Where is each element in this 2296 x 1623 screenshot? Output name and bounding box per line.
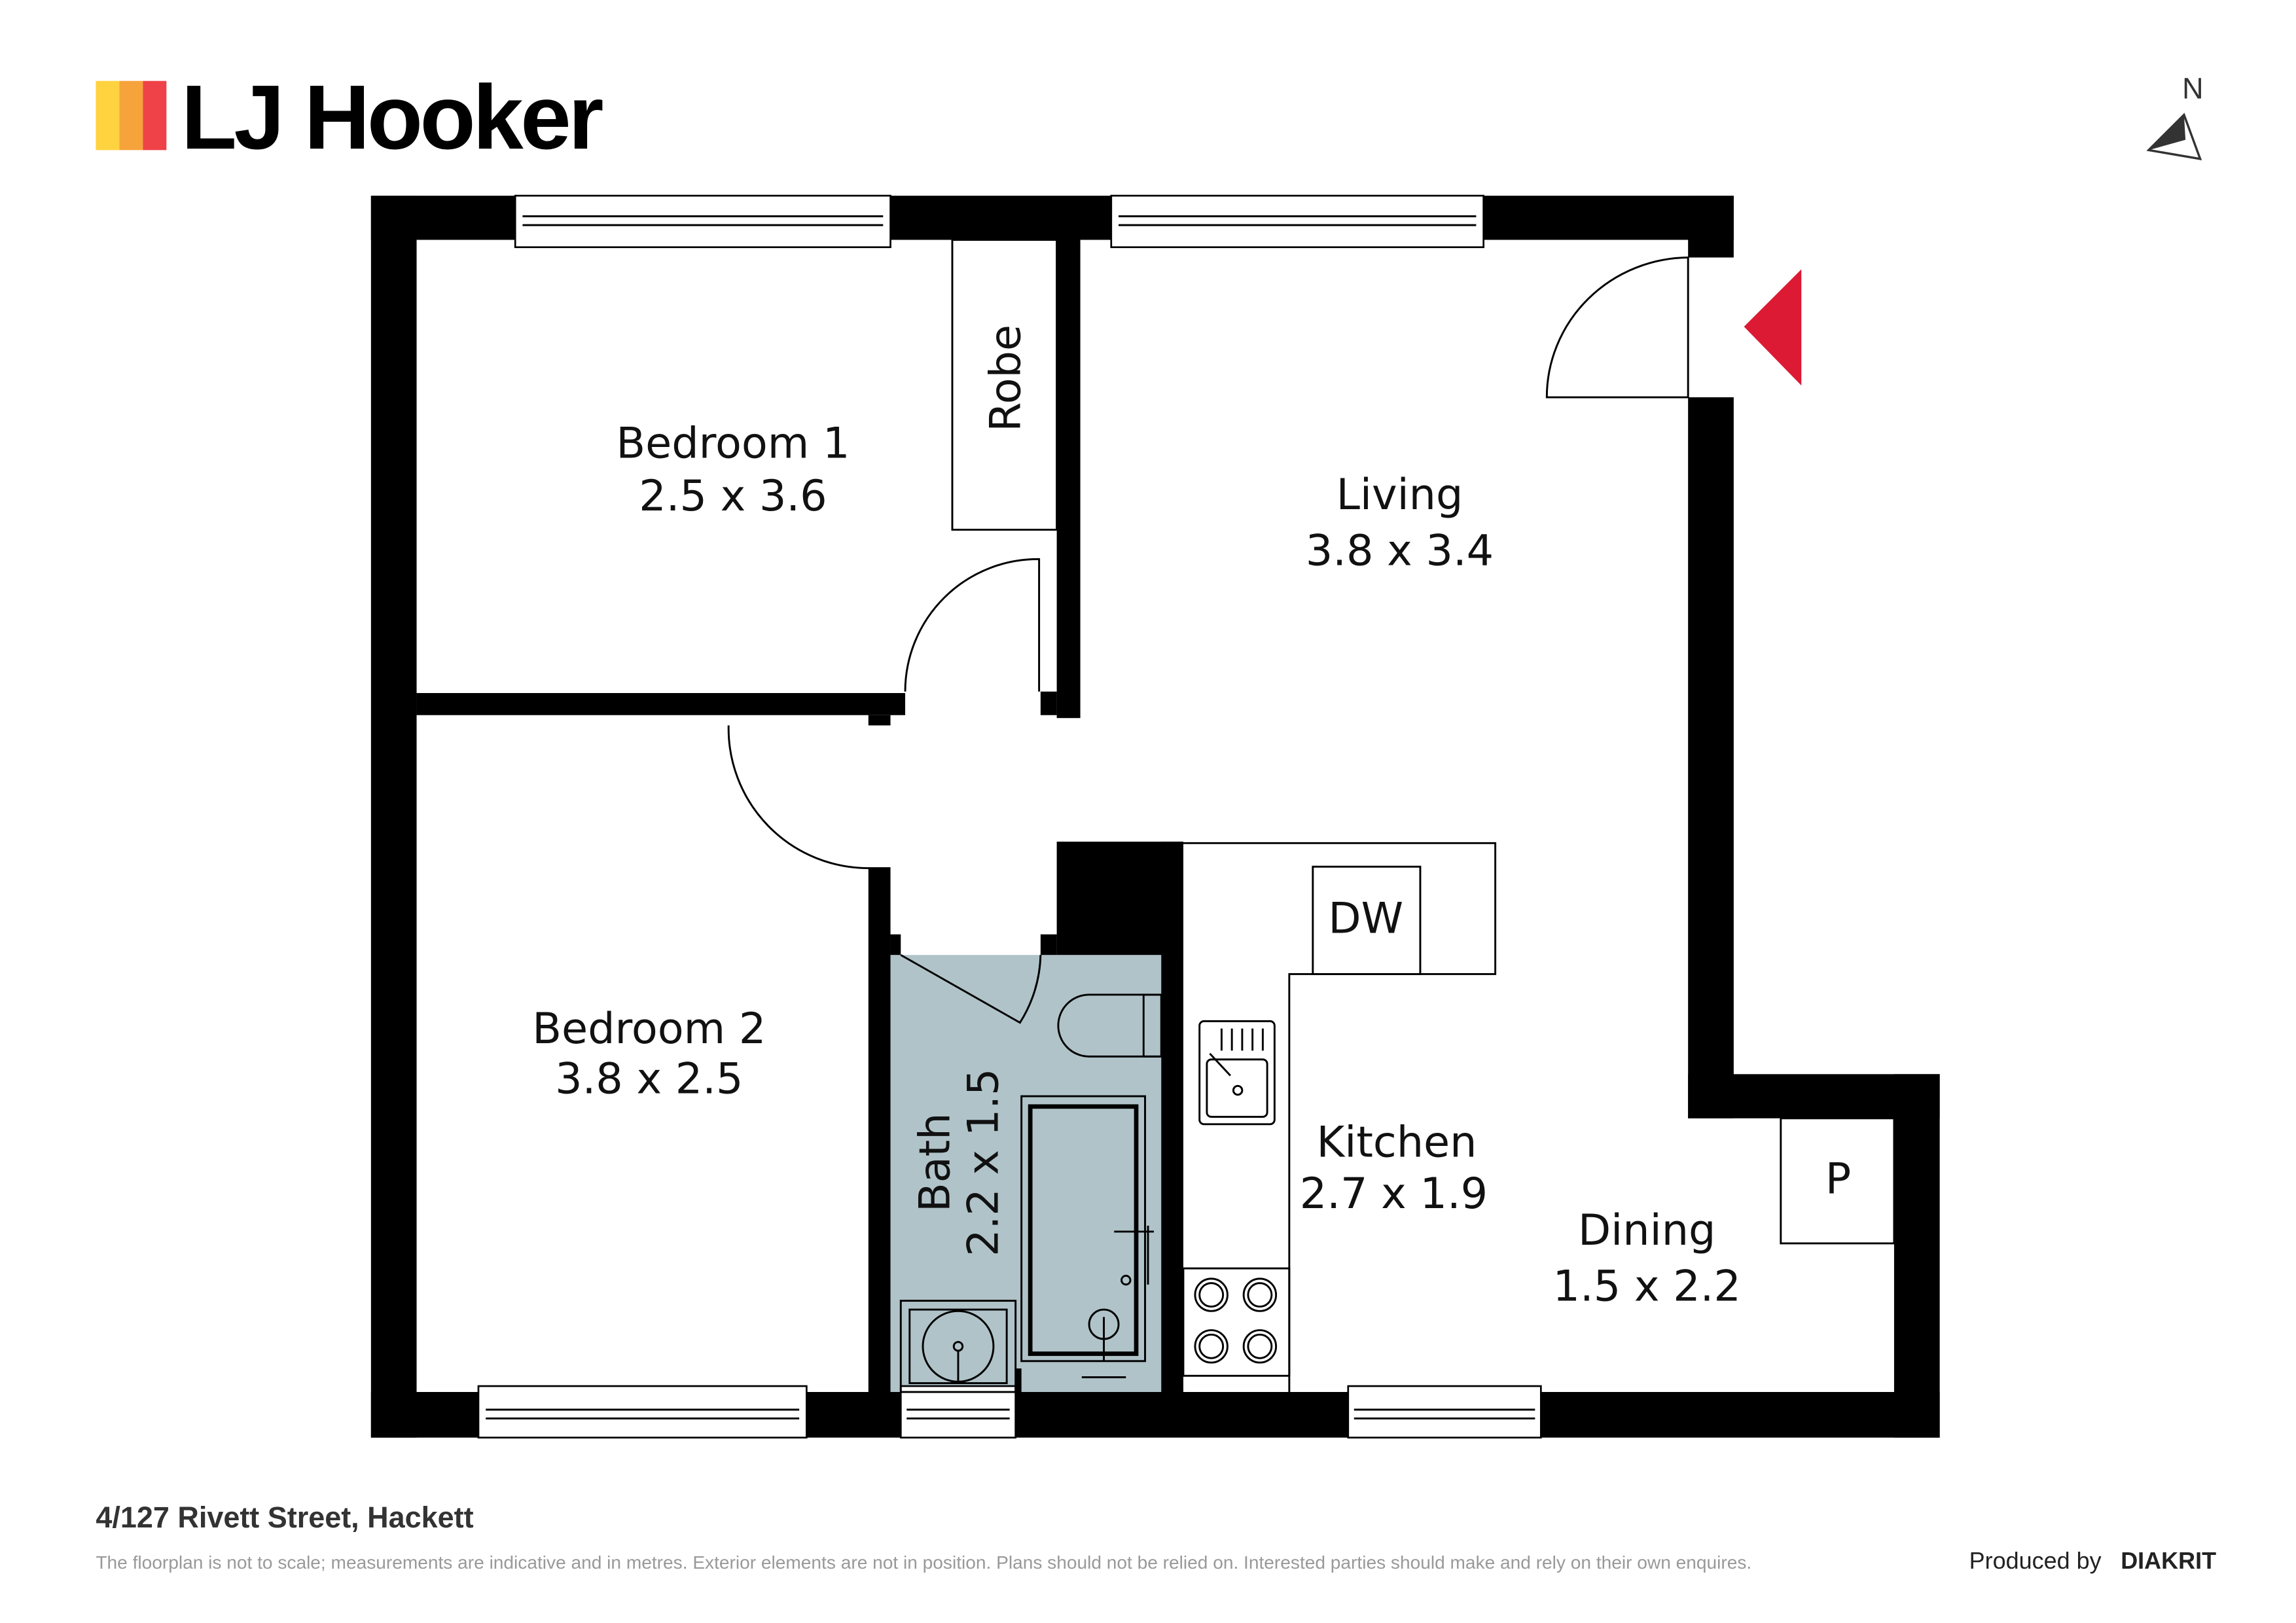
bedroom2-size: 3.8 x 2.5 bbox=[555, 1054, 743, 1104]
kitchen-name: Kitchen bbox=[1316, 1117, 1477, 1167]
producer-logo: DIAKRIT bbox=[2121, 1547, 2216, 1574]
sink-icon bbox=[1198, 1020, 1276, 1126]
living-size: 3.8 x 3.4 bbox=[1306, 526, 1494, 575]
bathtub-icon bbox=[1020, 1095, 1154, 1378]
kitchen-counter bbox=[1183, 842, 1497, 1392]
kitchen-size: 2.7 x 1.9 bbox=[1300, 1169, 1488, 1219]
property-address: 4/127 Rivett Street, Hackett bbox=[96, 1501, 473, 1534]
windows bbox=[477, 194, 1542, 1439]
pantry bbox=[1780, 1117, 1895, 1245]
cooktop-icon bbox=[1182, 1267, 1291, 1377]
bedroom1-size: 2.5 x 3.6 bbox=[639, 471, 827, 521]
toilet-icon bbox=[1057, 993, 1162, 1058]
dining-size: 1.5 x 2.2 bbox=[1553, 1262, 1741, 1311]
living-name: Living bbox=[1336, 470, 1463, 520]
robe bbox=[951, 239, 1058, 531]
dishwasher bbox=[1312, 865, 1422, 975]
dw-label: DW bbox=[1328, 893, 1403, 943]
room-labels: Bedroom 1 2.5 x 3.6 Robe Living 3.8 x 3.… bbox=[532, 325, 1851, 1311]
produced-by-label: Produced by bbox=[1969, 1547, 2102, 1574]
north-arrow-icon: N bbox=[2146, 72, 2204, 160]
dining-name: Dining bbox=[1578, 1205, 1715, 1255]
fixtures bbox=[899, 239, 1895, 1393]
brand-name: LJ Hooker bbox=[181, 66, 603, 168]
brand-logo: LJ Hooker bbox=[96, 66, 606, 168]
north-label: N bbox=[2182, 72, 2203, 105]
vanity-icon bbox=[899, 1300, 1017, 1393]
pantry-label: P bbox=[1825, 1154, 1851, 1204]
disclaimer: The floorplan is not to scale; measureme… bbox=[96, 1552, 1751, 1573]
bedroom2-name: Bedroom 2 bbox=[532, 1004, 766, 1054]
entrance-marker-icon bbox=[1744, 269, 1802, 386]
bath-size: 2.2 x 1.5 bbox=[959, 1069, 1009, 1257]
bedroom1-name: Bedroom 1 bbox=[616, 418, 850, 468]
doors bbox=[727, 256, 1689, 1024]
robe-label: Robe bbox=[980, 325, 1030, 432]
bath-name: Bath bbox=[910, 1113, 960, 1212]
